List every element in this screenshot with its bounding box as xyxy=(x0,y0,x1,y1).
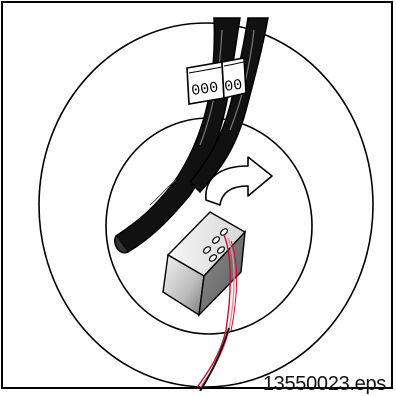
figure-frame xyxy=(1,1,393,389)
file-label: 13550023.eps xyxy=(263,374,386,394)
